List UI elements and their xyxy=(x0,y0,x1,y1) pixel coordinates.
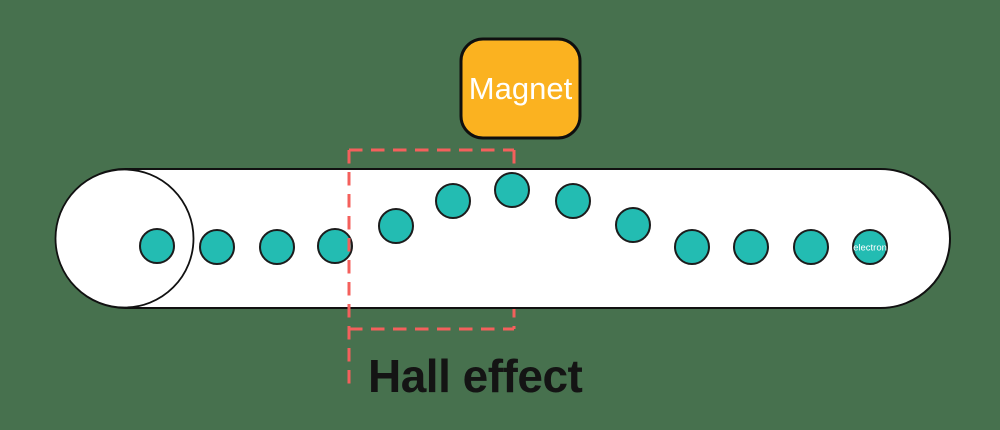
electron-circle xyxy=(139,228,175,264)
electron-circle-labeled xyxy=(852,229,888,265)
magnet-label: Magnet xyxy=(469,71,573,106)
electron-circle xyxy=(259,229,295,265)
electron-circle xyxy=(555,183,591,219)
electron-circle xyxy=(317,228,353,264)
electron-circle xyxy=(674,229,710,265)
electron-circle xyxy=(494,172,530,208)
electron-circle xyxy=(615,207,651,243)
magnet-body xyxy=(459,37,582,140)
electron-label: electron xyxy=(853,243,887,254)
conductor-end-cap-circle xyxy=(54,168,195,309)
electron-circle xyxy=(793,229,829,265)
electron-circle xyxy=(435,183,471,219)
diagram-title: Hall effect xyxy=(368,350,583,402)
electron-circle xyxy=(378,208,414,244)
electron-circle xyxy=(733,229,769,265)
magnet: Magnet xyxy=(459,37,582,140)
electron-circle xyxy=(199,229,235,265)
electrons-layer xyxy=(139,172,888,265)
